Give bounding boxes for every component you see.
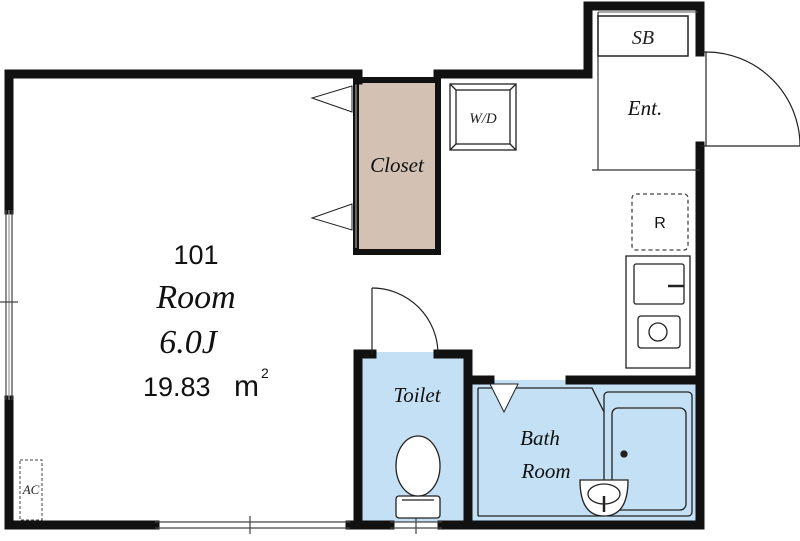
entrance-label: Ent. bbox=[627, 96, 662, 120]
kitchen-counter bbox=[625, 255, 691, 369]
shoe-box-label: SB bbox=[632, 27, 654, 49]
shoe-box bbox=[597, 15, 689, 57]
area-unit: m bbox=[234, 370, 259, 403]
room-size: 6.0J bbox=[159, 324, 219, 361]
left-window bbox=[0, 210, 18, 400]
bathtub bbox=[603, 391, 693, 517]
washbasin bbox=[579, 479, 629, 517]
air-conditioner bbox=[19, 459, 43, 521]
bath-door-marker bbox=[489, 383, 519, 414]
toilet-fixture bbox=[395, 435, 441, 519]
fridge-label: R bbox=[654, 215, 666, 232]
closet-door-marker-top bbox=[310, 85, 353, 113]
closet-door-marker-bottom bbox=[310, 203, 353, 231]
area-value: 19.83 bbox=[143, 372, 211, 402]
washer-dryer bbox=[449, 83, 517, 151]
refrigerator bbox=[631, 193, 689, 251]
toilet-label: Toilet bbox=[393, 383, 441, 407]
walls bbox=[4, 1, 705, 530]
toilet-door bbox=[371, 287, 439, 355]
closet-label: Closet bbox=[370, 153, 425, 177]
ac-label: AC bbox=[22, 482, 40, 497]
area-unit-superscript: 2 bbox=[261, 365, 269, 381]
washer-label: W/D bbox=[469, 111, 497, 127]
entrance-door bbox=[700, 51, 800, 147]
unit-number: 101 bbox=[173, 240, 218, 270]
room-name: Room bbox=[155, 279, 235, 316]
closet bbox=[353, 77, 441, 255]
bath-label-line1: Bath bbox=[520, 426, 560, 450]
bottom-window bbox=[155, 516, 350, 534]
bath-label-line2: Room bbox=[521, 459, 571, 483]
toilet-window bbox=[390, 516, 442, 534]
